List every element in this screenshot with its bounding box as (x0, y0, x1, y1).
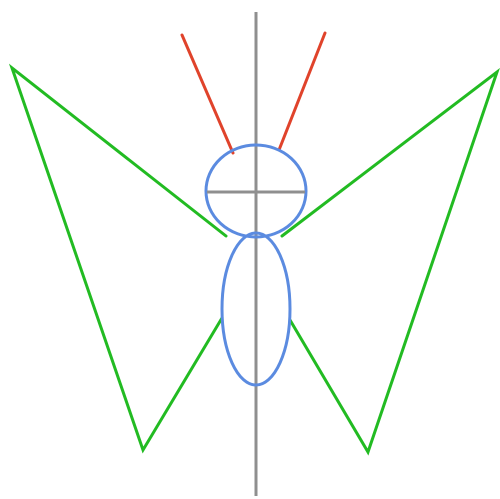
antennae (182, 33, 325, 153)
right-wing (282, 72, 497, 452)
left-wing (12, 68, 226, 450)
left-antenna (182, 35, 233, 153)
right-antenna (279, 33, 325, 150)
